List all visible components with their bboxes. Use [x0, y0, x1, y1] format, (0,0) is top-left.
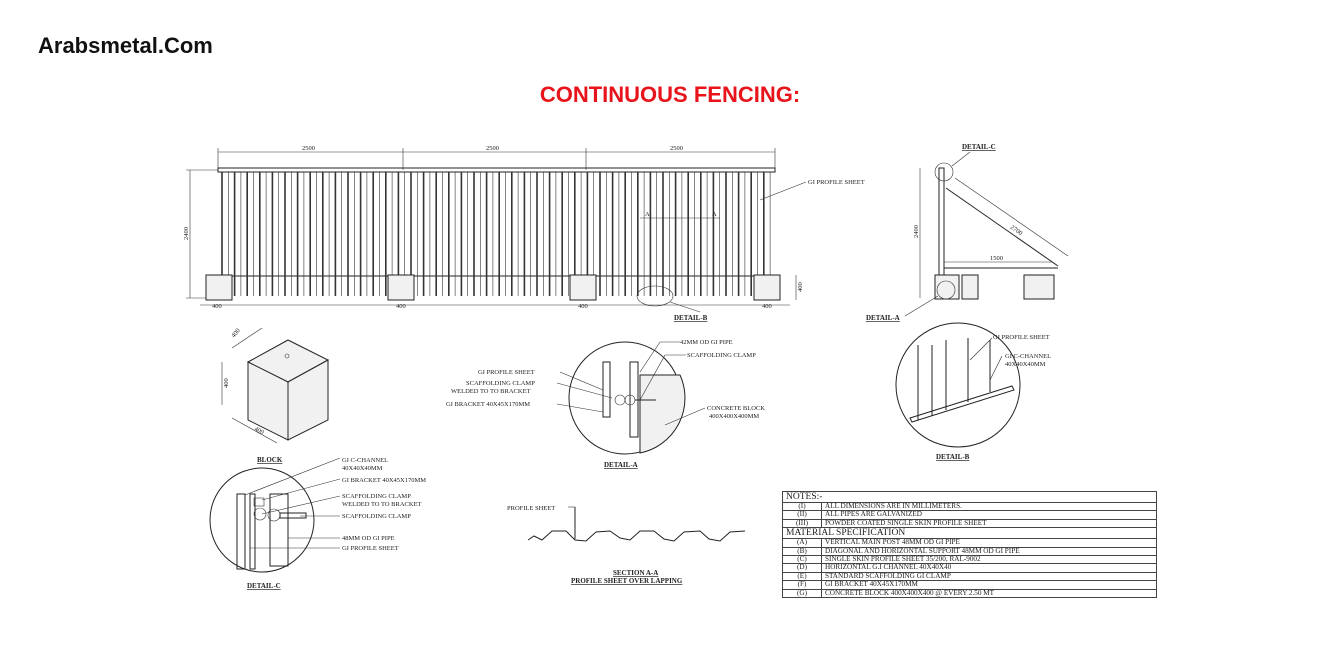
detail-b-label: GI PROFILE SHEET [993, 334, 1050, 341]
spec-code: (G) [782, 588, 822, 599]
detail-a-label: CONCRETE BLOCK [707, 405, 765, 412]
detail-c-label: GI PROFILE SHEET [342, 545, 399, 552]
block-dim: 400 [578, 303, 588, 310]
detail-c-label: GI C-CHANNEL [342, 457, 388, 464]
spec-heading: MATERIAL SPECIFICATION [782, 527, 1157, 540]
span-dim-1: 2500 [302, 145, 315, 152]
note-text: POWDER COATED SINGLE SKIN PROFILE SHEET [821, 518, 1157, 529]
detail-a-title: DETAIL-A [604, 461, 638, 469]
diagonal-dim: 2700 [1009, 224, 1024, 237]
section-mark: A [645, 211, 650, 218]
detail-a-label: GI BRACKET 40X45X170MM [446, 401, 530, 408]
detail-a-label: SCAFFOLDING CLAMP [466, 380, 535, 387]
detail-a-label: GI PROFILE SHEET [478, 369, 535, 376]
detail-a-label: SCAFFOLDING CLAMP [687, 352, 756, 359]
spec-row: (A)VERTICAL MAIN POST 48MM OD GI PIPE [782, 538, 1157, 548]
concrete-block [569, 274, 597, 301]
spec-text: VERTICAL MAIN POST 48MM OD GI PIPE [821, 538, 1157, 548]
detail-b-callout: DETAIL-B [674, 314, 708, 322]
detail-c-label: SCAFFOLDING CLAMP [342, 493, 411, 500]
detail-c-title: DETAIL-C [247, 582, 281, 590]
detail-b: GI PROFILE SHEET GI C-CHANNEL 40X40X40MM… [895, 322, 1051, 461]
notes-table: NOTES:- (I)ALL DIMENSIONS ARE IN MILLIME… [782, 491, 1157, 599]
detail-c: GI C-CHANNEL 40X40X40MM GI BRACKET 40X45… [209, 457, 426, 590]
detail-c-callout: DETAIL-C [962, 143, 996, 151]
spec-code: (F) [782, 580, 822, 590]
section-title: SECTION A-A [613, 569, 658, 577]
section-a-a: PROFILE SHEET SECTION A-A PROFILE SHEET … [507, 505, 746, 585]
spec-text: GI BRACKET 40X45X170MM [821, 580, 1157, 590]
note-code: (III) [782, 518, 822, 529]
section-profile-label: PROFILE SHEET [507, 505, 555, 512]
block-dim: 400 [396, 303, 406, 310]
height-dim: 2400 [183, 227, 190, 240]
detail-a-callout: DETAIL-A [866, 314, 900, 322]
block-dim: 400 [762, 303, 772, 310]
span-dim-2: 2500 [486, 145, 499, 152]
section-mark: A [712, 211, 717, 218]
detail-a-label: 400X400X400MM [709, 413, 759, 420]
concrete-block [753, 274, 781, 301]
detail-a: 42MM OD GI PIPE SCAFFOLDING CLAMP GI PRO… [446, 339, 765, 469]
gi-profile-sheet-label: GI PROFILE SHEET [808, 179, 865, 186]
span-dim-3: 2500 [670, 145, 683, 152]
side-view: DETAIL-C 2700 1500 2400 DETAIL-A [866, 143, 1069, 322]
page-title: CONTINUOUS FENCING: [539, 82, 801, 107]
detail-b-title: DETAIL-B [936, 453, 970, 461]
block-width: 400 [253, 426, 265, 437]
block-height: 400 [223, 378, 230, 388]
block-dim: 400 [212, 303, 222, 310]
block-title: BLOCK [257, 456, 283, 464]
base-dim: 1500 [990, 255, 1003, 262]
profile-sheet-ribs [221, 172, 771, 296]
notes-heading: NOTES:- [782, 491, 1157, 503]
spec-row: (F)GI BRACKET 40X45X170MM [782, 580, 1157, 590]
detail-a-label: 42MM OD GI PIPE [680, 339, 733, 346]
brand-logo-text: Arabsmetal.Com [38, 33, 213, 58]
concrete-block [205, 274, 233, 301]
spec-code: (A) [782, 538, 822, 548]
concrete-block [387, 274, 415, 301]
detail-c-label: SCAFFOLDING CLAMP [342, 513, 411, 520]
detail-b-label: GI C-CHANNEL [1005, 353, 1051, 360]
spec-text: DIAGONAL AND HORIZONTAL SUPPORT 48MM OD … [821, 546, 1157, 557]
note-row: (III)POWDER COATED SINGLE SKIN PROFILE S… [782, 518, 1157, 529]
spec-text: CONCRETE BLOCK 400X400X400 @ EVERY 2.50 … [821, 588, 1157, 599]
detail-c-label: WELDED TO TO BRACKET [342, 501, 422, 508]
spec-row: (G)CONCRETE BLOCK 400X400X400 @ EVERY 2.… [782, 588, 1157, 599]
section-subtitle: PROFILE SHEET OVER LAPPING [571, 577, 683, 585]
detail-b-label: 40X40X40MM [1005, 361, 1046, 368]
detail-c-label: 40X40X40MM [342, 465, 383, 472]
block-height-dim: 400 [797, 282, 804, 292]
detail-c-label: GI BRACKET 40X45X170MM [342, 477, 426, 484]
fence-elevation: 2500 2500 2500 2400 400 400 400 400 400 … [183, 145, 865, 322]
block-isometric: 400 400 400 BLOCK [221, 327, 330, 464]
detail-a-label: WELDED TO TO BRACKET [451, 388, 531, 395]
block-depth: 400 [230, 327, 242, 339]
side-height-dim: 2400 [913, 225, 920, 238]
detail-c-label: 48MM OD GI PIPE [342, 535, 395, 542]
